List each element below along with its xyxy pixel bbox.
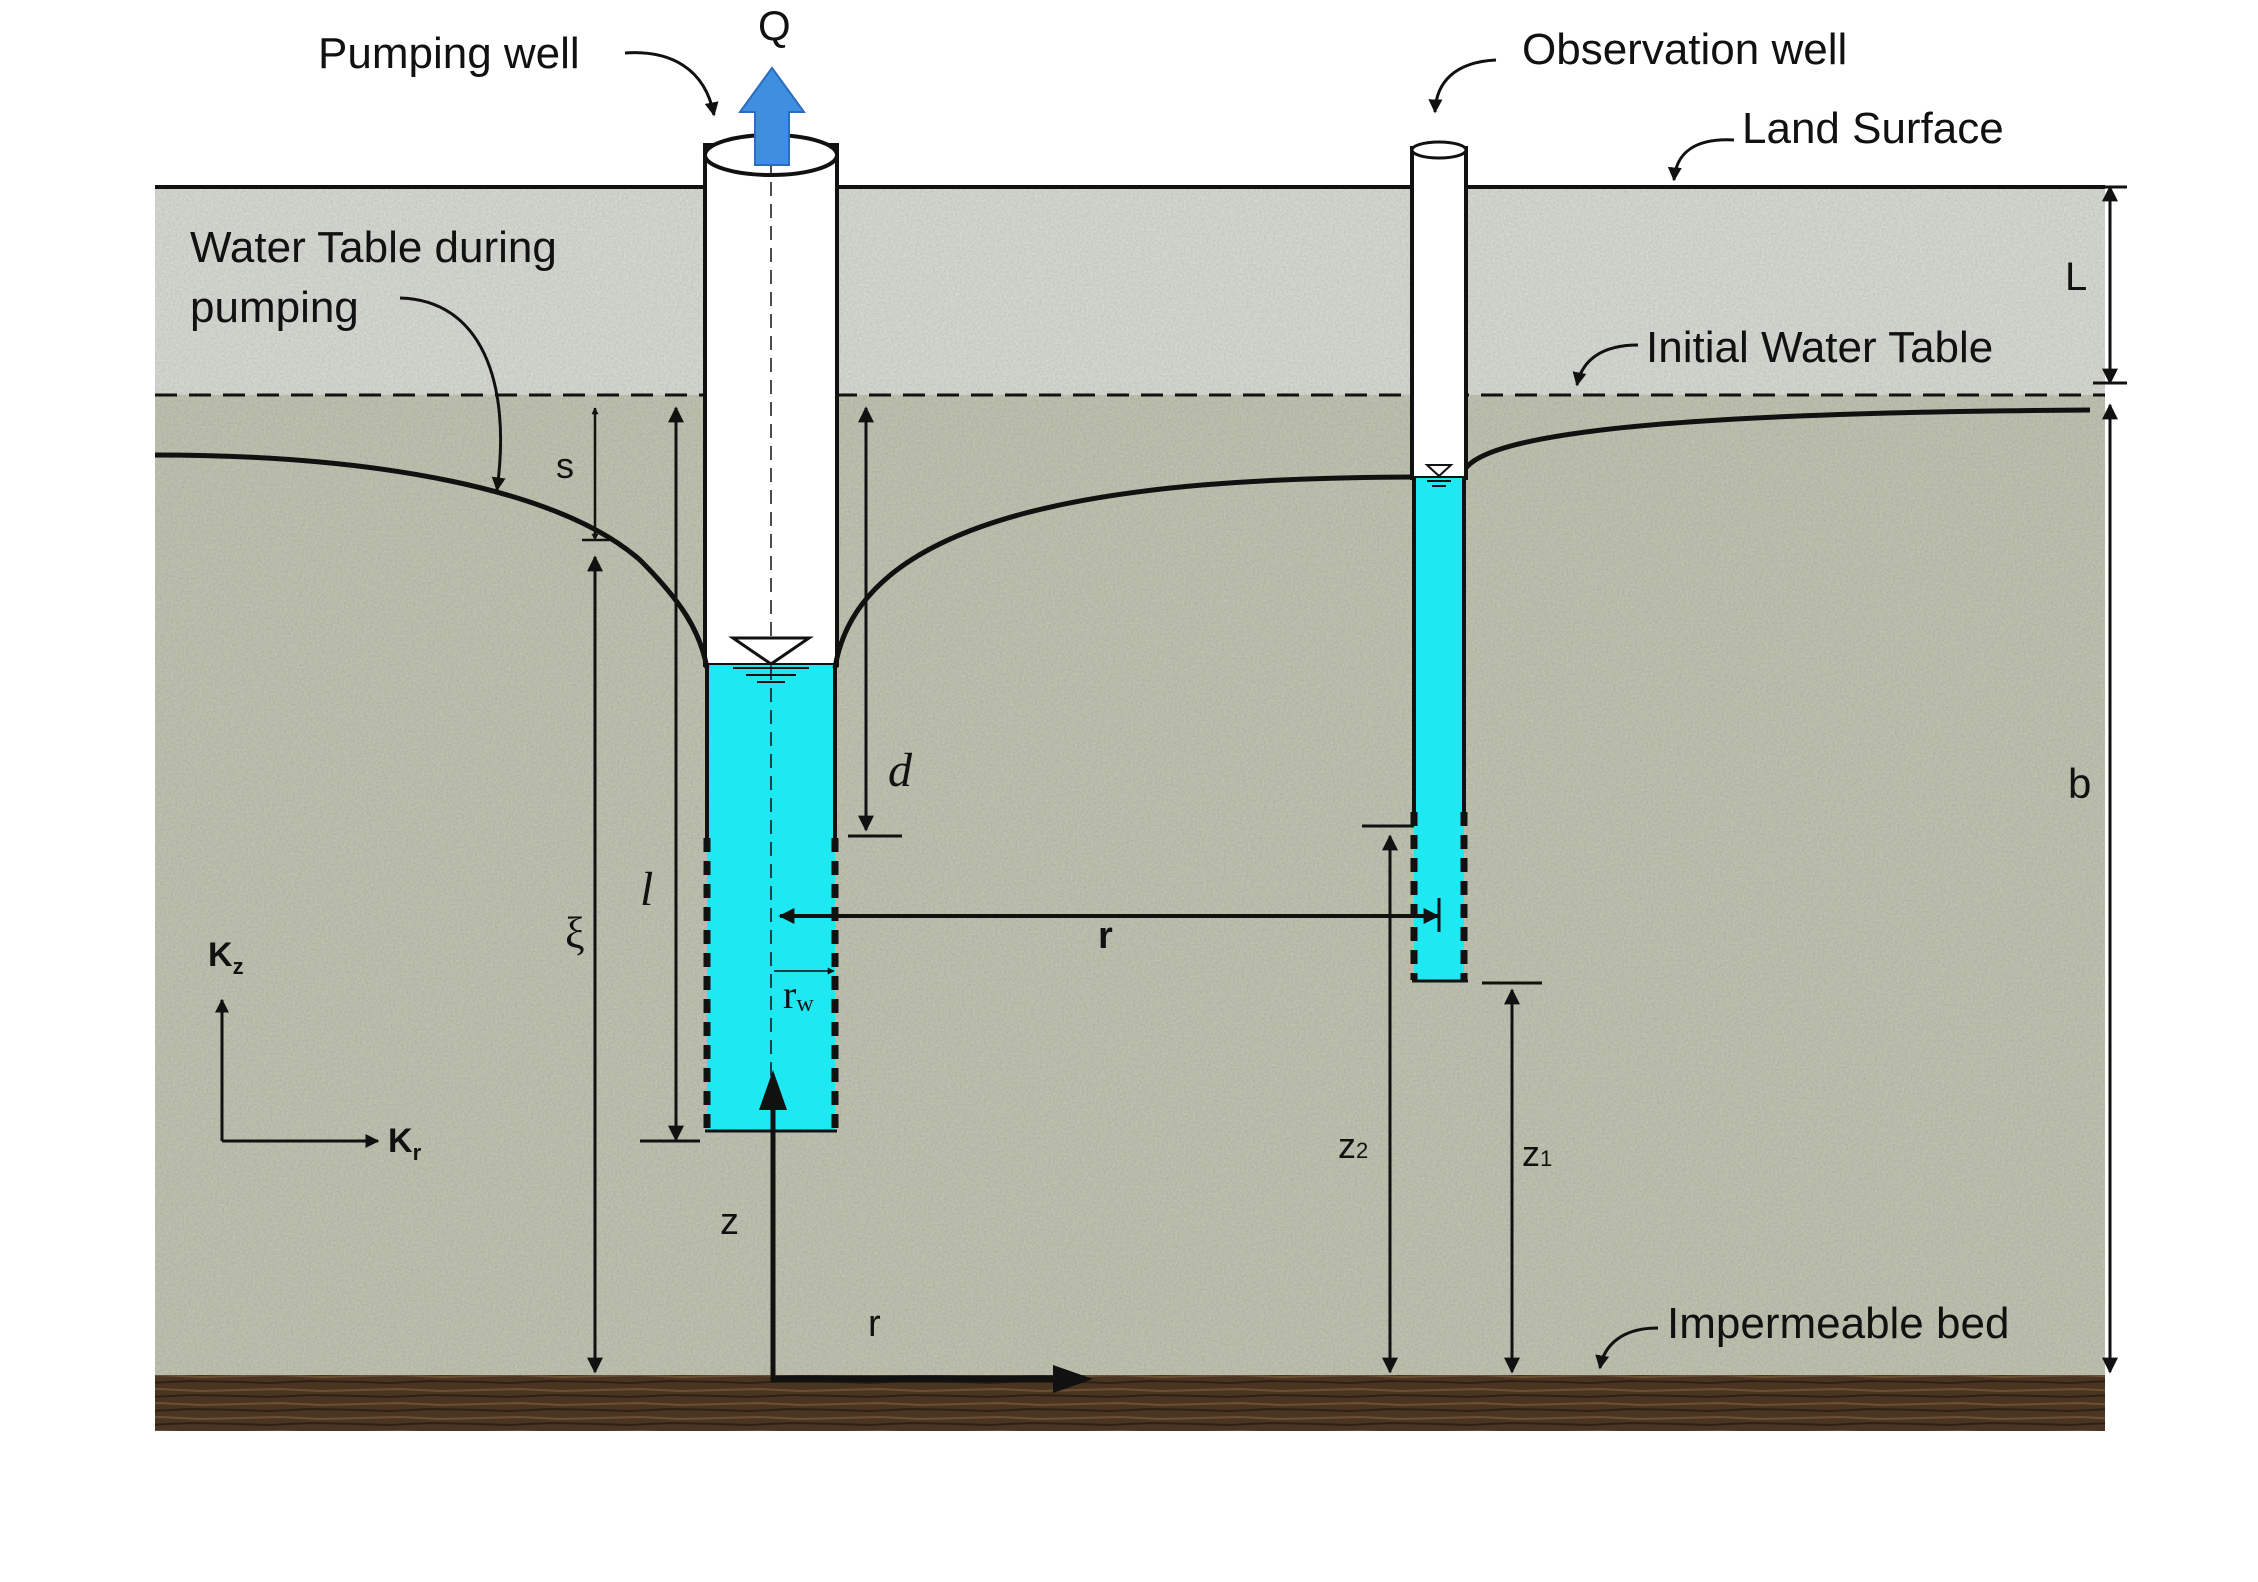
land-surface-label: Land Surface: [1742, 104, 2004, 153]
initial-water-table-label: Initial Water Table: [1646, 323, 1993, 372]
land-surface-leader: [1667, 138, 1735, 182]
pumping-well-water-level-symbol: [728, 636, 814, 666]
dimension-r-label: r: [1098, 915, 1113, 957]
pumping-well-leader: [624, 51, 719, 117]
z2-sub: 2: [1356, 1138, 1368, 1163]
kz-main: K: [208, 936, 233, 974]
kz-sub: z: [233, 954, 244, 979]
observation-well-water: [1414, 478, 1464, 980]
water-table-during-pumping-leader: [399, 296, 506, 492]
observation-well-casing: [1410, 146, 1468, 480]
unsaturated-zone: [155, 187, 2105, 395]
water-table-during-pumping-far: [1464, 407, 2091, 470]
z2-main: z: [1338, 1125, 1356, 1166]
impermeable-bed-label: Impermeable bed: [1667, 1299, 2009, 1348]
saturated-zone: [155, 395, 2105, 1375]
pumping-well-label: Pumping well: [318, 29, 580, 78]
dimension-b-label: b: [2068, 760, 2091, 807]
water-table-during-pumping-label-line1: Water Table during: [190, 223, 557, 272]
kr-sub: r: [413, 1140, 422, 1165]
observation-well-top: [1410, 140, 1468, 160]
dimension-xi-label: ξ: [565, 909, 585, 958]
kr-label: Kr: [388, 1122, 422, 1165]
dimension-d-label: d: [888, 744, 913, 797]
rw-main: r: [783, 972, 796, 1017]
observation-well-leader: [1428, 58, 1497, 114]
water-table-during-pumping-label-line2: pumping: [190, 283, 359, 332]
observation-well-water-level-symbol: [1424, 464, 1454, 478]
z1-sub: 1: [1540, 1146, 1552, 1171]
z1-main: z: [1522, 1133, 1540, 1174]
z-axis-label: z: [720, 1201, 739, 1243]
impermeable-bed-layer: [155, 1375, 2105, 1431]
kz-label: Kz: [208, 936, 244, 979]
r-axis-label: r: [868, 1303, 881, 1345]
rw-sub: w: [796, 991, 814, 1017]
dimension-z1-label: z1: [1522, 1133, 1552, 1174]
dimension-s-label: s: [556, 445, 574, 486]
observation-well-label: Observation well: [1522, 25, 1847, 74]
dimension-rw-label: rw: [783, 972, 814, 1017]
water-table-during-pumping-left: [154, 452, 710, 669]
dimension-L-label: L: [2065, 255, 2087, 299]
dimension-z2-label: z2: [1338, 1125, 1368, 1166]
discharge-label: Q: [758, 2, 791, 49]
kr-main: K: [388, 1122, 413, 1160]
initial-water-table-leader: [1572, 343, 1639, 387]
discharge-arrow: [738, 66, 806, 166]
impermeable-bed-leader: [1595, 1326, 1659, 1370]
dimension-l-label: l: [640, 863, 653, 916]
